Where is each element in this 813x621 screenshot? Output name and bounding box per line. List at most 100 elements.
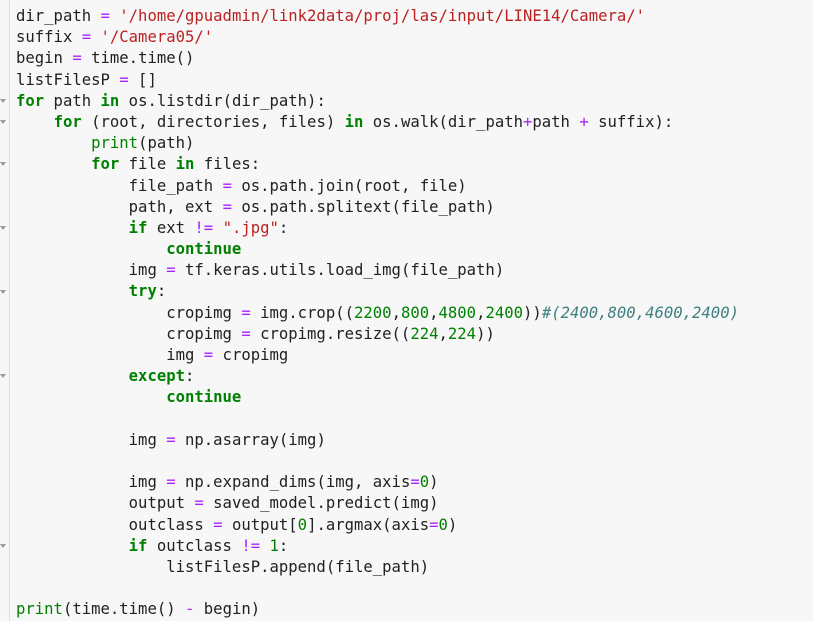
code-line[interactable]: cropimg = img.crop((2200,800,4800,2400))… bbox=[16, 303, 813, 324]
operator: = bbox=[166, 473, 176, 492]
code-text: cropimg.resize(( bbox=[250, 324, 411, 343]
indent bbox=[16, 304, 166, 322]
code-text bbox=[91, 28, 100, 46]
code-line[interactable]: for file in files: bbox=[16, 154, 813, 175]
code-line[interactable]: outclass = output[0].argmax(axis=0) bbox=[16, 515, 813, 536]
fold-arrow-icon[interactable] bbox=[0, 226, 6, 230]
keyword: if bbox=[128, 218, 148, 237]
code-line[interactable]: continue bbox=[16, 387, 813, 408]
operator: = bbox=[119, 70, 129, 89]
number-literal: 800 bbox=[400, 303, 430, 322]
code-line[interactable]: listFilesP = [] bbox=[16, 70, 813, 91]
code-text: begin) bbox=[194, 600, 261, 619]
operator: + bbox=[523, 112, 533, 131]
code-line[interactable] bbox=[16, 409, 813, 430]
code-text: img bbox=[166, 346, 204, 364]
indent bbox=[16, 198, 129, 216]
fold-arrow-icon[interactable] bbox=[0, 162, 6, 167]
code-line[interactable]: if outclass != 1: bbox=[16, 536, 813, 557]
indent bbox=[16, 177, 129, 195]
code-text: os.path.join(root, file) bbox=[231, 176, 467, 195]
code-line[interactable] bbox=[16, 451, 813, 472]
indent bbox=[16, 325, 166, 343]
code-text: path bbox=[44, 91, 101, 110]
code-line[interactable]: except: bbox=[16, 366, 813, 387]
number-literal: 4800 bbox=[438, 303, 477, 322]
code-line[interactable]: for path in os.listdir(dir_path): bbox=[16, 91, 813, 112]
string-literal: '/home/gpuadmin/link2data/proj/las/input… bbox=[119, 7, 646, 25]
keyword: for bbox=[53, 112, 82, 131]
code-text: outclass bbox=[128, 515, 214, 534]
keyword: try bbox=[128, 282, 157, 301]
string-literal: '/Camera05/' bbox=[100, 28, 214, 47]
code-text: file bbox=[119, 155, 176, 174]
code-text: )) bbox=[523, 303, 542, 322]
indent bbox=[16, 155, 91, 173]
code-line[interactable]: output = saved_model.predict(img) bbox=[16, 493, 813, 514]
code-line[interactable]: path, ext = os.path.splitext(file_path) bbox=[16, 197, 813, 218]
operator: != bbox=[194, 218, 214, 237]
operator: = bbox=[222, 197, 232, 216]
code-line[interactable] bbox=[16, 578, 813, 599]
code-line[interactable]: img = np.expand_dims(img, axis=0) bbox=[16, 472, 813, 493]
builtin-name: print bbox=[16, 600, 63, 619]
operator: = bbox=[429, 515, 439, 534]
code-text: output[ bbox=[222, 515, 298, 534]
code-line[interactable]: print(time.time() - begin) bbox=[16, 599, 813, 620]
code-line[interactable]: img = cropimg bbox=[16, 345, 813, 366]
code-text: suffix bbox=[16, 28, 82, 47]
code-text: outclass bbox=[147, 536, 242, 555]
code-line[interactable]: for (root, directories, files) in os.wal… bbox=[16, 112, 813, 133]
string-literal: ".jpg" bbox=[222, 218, 279, 237]
fold-arrow-icon[interactable] bbox=[0, 289, 6, 294]
operator: = bbox=[81, 28, 92, 47]
keyword: continue bbox=[166, 388, 242, 407]
code-text: ) bbox=[447, 515, 458, 534]
fold-arrow-icon[interactable] bbox=[0, 544, 6, 548]
code-text: img bbox=[128, 473, 167, 492]
code-line[interactable]: cropimg = cropimg.resize((224,224)) bbox=[16, 324, 813, 345]
code-text: , bbox=[476, 303, 486, 322]
fold-arrow-icon[interactable] bbox=[0, 374, 6, 379]
code-line[interactable]: try: bbox=[16, 281, 813, 302]
code-line[interactable]: if ext != ".jpg": bbox=[16, 218, 813, 239]
code-text: os.walk(dir_path bbox=[363, 112, 523, 131]
code-line[interactable]: continue bbox=[16, 239, 813, 260]
code-text: : bbox=[278, 536, 289, 555]
indent bbox=[16, 537, 129, 555]
code-text: dir_path bbox=[16, 7, 101, 25]
code-line[interactable]: suffix = '/Camera05/' bbox=[16, 27, 813, 48]
code-line[interactable]: img = tf.keras.utils.load_img(file_path) bbox=[16, 260, 813, 281]
code-line[interactable]: img = np.asarray(img) bbox=[16, 430, 813, 451]
number-literal: 2200 bbox=[354, 303, 392, 322]
indent bbox=[16, 367, 129, 385]
code-line[interactable]: print(path) bbox=[16, 133, 813, 154]
operator: = bbox=[203, 346, 214, 364]
code-text: path bbox=[532, 112, 580, 131]
code-text: )) bbox=[476, 324, 495, 343]
fold-arrow-icon[interactable] bbox=[0, 120, 6, 124]
code-line[interactable]: begin = time.time() bbox=[16, 48, 813, 69]
code-line[interactable]: dir_path = '/home/gpuadmin/link2data/pro… bbox=[16, 6, 813, 27]
operator: = bbox=[72, 49, 82, 68]
code-text: begin bbox=[16, 49, 73, 68]
code-text bbox=[110, 7, 119, 25]
code-text bbox=[260, 537, 269, 555]
indent bbox=[16, 113, 54, 131]
operator: + bbox=[579, 112, 589, 131]
code-text: ) bbox=[429, 473, 439, 492]
code-line[interactable]: file_path = os.path.join(root, file) bbox=[16, 176, 813, 197]
indent bbox=[16, 261, 129, 279]
indent bbox=[16, 473, 129, 491]
code-text: os.listdir(dir_path): bbox=[119, 91, 326, 110]
code-text: suffix): bbox=[588, 112, 674, 131]
number-literal: 0 bbox=[438, 515, 448, 534]
code-text: : bbox=[185, 367, 195, 386]
code-area[interactable]: dir_path = '/home/gpuadmin/link2data/pro… bbox=[16, 6, 813, 620]
code-line[interactable]: listFilesP.append(file_path) bbox=[16, 557, 813, 578]
code-text: file_path bbox=[128, 176, 223, 195]
code-text: : bbox=[156, 282, 167, 301]
keyword: in bbox=[175, 155, 195, 174]
fold-arrow-icon[interactable] bbox=[0, 98, 6, 103]
